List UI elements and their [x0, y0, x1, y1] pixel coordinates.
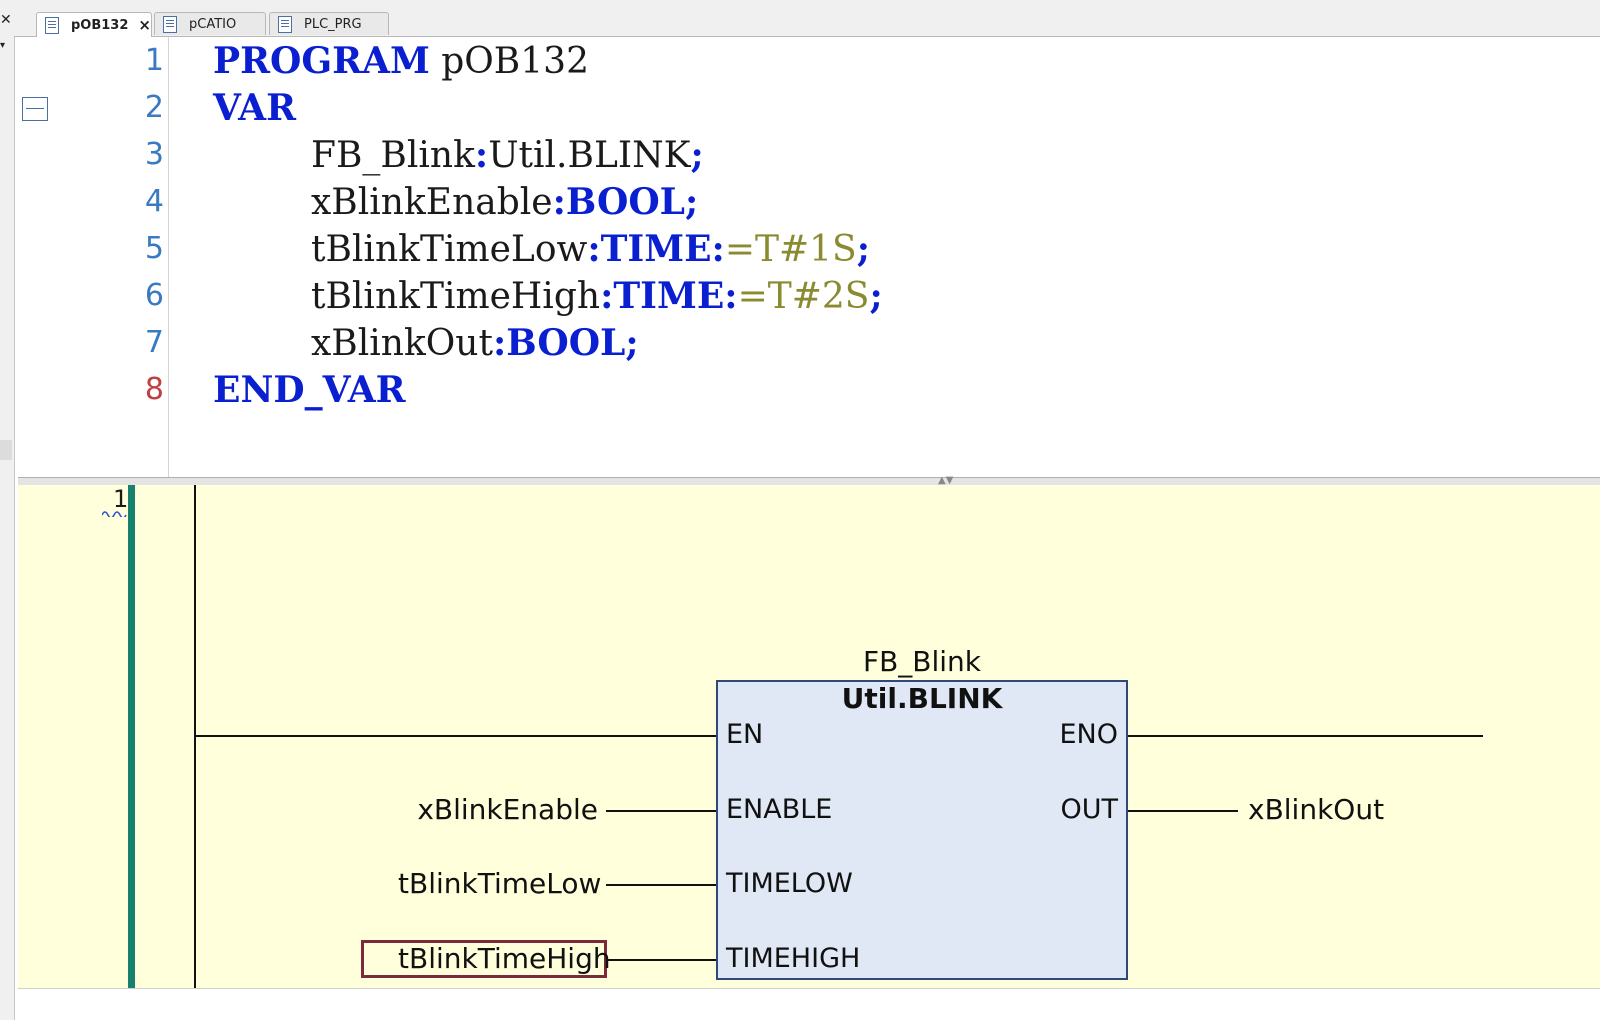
identifier: tBlinkTimeHigh — [311, 276, 601, 317]
fb-type-name: Util.BLINK — [841, 682, 1003, 715]
type-name: Util.BLINK — [488, 135, 691, 176]
ladder-editor[interactable]: 1 xBlinkEnable tBlinkTimeLow tBlinkTimeH… — [18, 485, 1600, 988]
code-line-4[interactable]: xBlinkEnable:BOOL; — [311, 178, 698, 226]
code-line-7[interactable]: xBlinkOut:BOOL; — [311, 319, 639, 367]
close-icon[interactable]: ✕ — [0, 12, 12, 28]
semicolon: ; — [856, 228, 871, 270]
status-strip — [18, 988, 1600, 1021]
pin-out[interactable]: OUT — [1060, 794, 1118, 825]
editor-tab-bar: pOB132 × pCATIO PLC_PRG — [14, 10, 1600, 37]
code-line-5[interactable]: tBlinkTimeLow:TIME:=T#1S; — [311, 225, 870, 273]
en-connection-line — [195, 735, 716, 737]
code-line-6[interactable]: tBlinkTimeHigh:TIME:=T#2S; — [311, 272, 883, 320]
code-line-1[interactable]: PROGRAM pOB132 — [213, 37, 589, 85]
tab-label: PLC_PRG — [304, 16, 362, 32]
timelow-connection-line — [606, 884, 716, 886]
scroll-marker — [0, 440, 12, 460]
power-rail — [128, 485, 135, 988]
tab-label: pOB132 — [71, 17, 129, 33]
init-value: =T#2S — [737, 276, 870, 317]
identifier: xBlinkEnable — [311, 182, 553, 223]
program-icon — [163, 15, 177, 33]
identifier: FB_Blink — [311, 135, 475, 176]
tab-label: pCATIO — [189, 16, 237, 32]
input-var-xblinkenable[interactable]: xBlinkEnable — [417, 793, 598, 826]
colon: : — [474, 134, 489, 176]
identifier: xBlinkOut — [311, 323, 493, 364]
input-var-tblinktimehigh[interactable]: tBlinkTimeHigh — [398, 942, 611, 975]
init-value: =T#1S — [724, 229, 857, 270]
fold-toggle-icon[interactable] — [22, 97, 48, 121]
keyword: END_VAR — [213, 369, 406, 411]
pin-timehigh[interactable]: TIMEHIGH — [726, 943, 861, 974]
keyword: PROGRAM — [213, 40, 430, 82]
code-line-2[interactable]: VAR — [213, 84, 296, 132]
line-number: 3 — [144, 137, 164, 172]
line-number-current: 8 — [144, 372, 164, 407]
type-keyword: :TIME: — [587, 228, 725, 270]
pin-timelow[interactable]: TIMELOW — [726, 868, 853, 899]
pin-enable[interactable]: ENABLE — [726, 794, 833, 825]
tab-plc-prg[interactable]: PLC_PRG — [269, 12, 389, 35]
line-number: 6 — [144, 278, 164, 313]
fb-instance-name[interactable]: FB_Blink — [862, 645, 982, 678]
program-icon — [278, 15, 292, 33]
splitter-grip-icon[interactable]: ▲▼ — [938, 475, 954, 486]
selection-box — [361, 940, 607, 978]
left-panel-strip: ✕ ▾ — [0, 0, 15, 1020]
line-number: 7 — [144, 325, 164, 360]
warning-squiggle-icon — [102, 511, 127, 517]
line-number: 1 — [144, 43, 164, 78]
identifier: tBlinkTimeLow — [311, 229, 588, 270]
program-name: pOB132 — [429, 41, 589, 82]
code-line-3[interactable]: FB_Blink:Util.BLINK; — [311, 131, 704, 179]
code-line-8[interactable]: END_VAR — [213, 366, 406, 414]
tab-pcatio[interactable]: pCATIO — [154, 12, 266, 35]
line-number: 2 — [144, 90, 164, 125]
keyword: VAR — [213, 87, 296, 129]
type-keyword: :BOOL; — [492, 322, 639, 364]
type-keyword: :TIME: — [600, 275, 738, 317]
output-var-xblinkout[interactable]: xBlinkOut — [1248, 793, 1385, 826]
eno-connection-line — [1128, 735, 1483, 737]
line-number: 4 — [144, 184, 164, 219]
out-connection-line — [1128, 810, 1238, 812]
tab-pob132[interactable]: pOB132 × — [36, 12, 152, 37]
semicolon: ; — [869, 275, 883, 317]
close-tab-icon[interactable]: × — [138, 16, 151, 34]
type-keyword: :BOOL; — [552, 181, 699, 223]
gutter-divider — [168, 37, 169, 477]
semicolon: ; — [690, 134, 704, 176]
pin-en[interactable]: EN — [726, 719, 764, 750]
network-number: 1 — [113, 485, 129, 513]
declaration-editor[interactable]: 1 2 3 4 5 6 7 8 PROGRAM pOB132 VAR FB_Bl… — [18, 37, 1600, 477]
program-icon — [45, 16, 59, 34]
input-var-tblinktimelow[interactable]: tBlinkTimeLow — [398, 867, 602, 900]
dropdown-arrow-icon[interactable]: ▾ — [0, 40, 6, 51]
timehigh-connection-line — [607, 959, 716, 961]
pin-eno[interactable]: ENO — [1059, 719, 1118, 750]
line-number: 5 — [144, 231, 164, 266]
enable-connection-line — [606, 810, 716, 812]
function-block[interactable]: Util.BLINK EN ENABLE TIMELOW TIMEHIGH EN… — [716, 680, 1128, 980]
